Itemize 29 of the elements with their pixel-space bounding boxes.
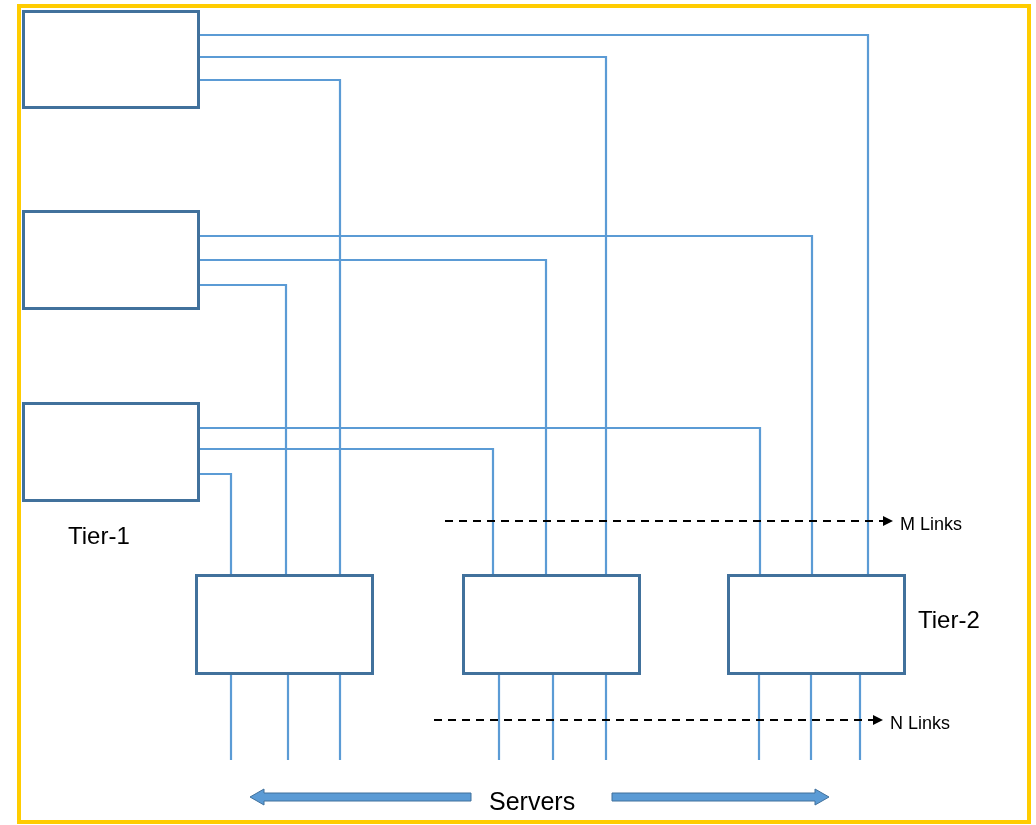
switch-box <box>727 574 906 675</box>
connector-line <box>858 675 862 760</box>
connector-line <box>286 675 290 760</box>
connector-line <box>200 447 495 574</box>
connector-line <box>200 234 814 574</box>
connector-line <box>200 55 608 574</box>
connector-line <box>229 675 233 760</box>
connector-line <box>809 675 813 760</box>
connector-line <box>200 283 288 574</box>
connector-line <box>604 675 608 760</box>
switch-box <box>22 402 200 502</box>
connector-line <box>200 258 548 574</box>
connector-line <box>497 675 501 760</box>
tier-label: Tier-1 <box>68 521 130 551</box>
connector-line <box>757 675 761 760</box>
switch-box <box>22 210 200 310</box>
connector-line <box>200 426 762 574</box>
switch-box <box>462 574 641 675</box>
tier-label: Tier-2 <box>918 605 980 635</box>
connector-line <box>200 472 233 574</box>
connector-line <box>338 675 342 760</box>
switch-box <box>195 574 374 675</box>
connector-line <box>551 675 555 760</box>
switch-box <box>22 10 200 109</box>
connector-line <box>200 78 342 574</box>
annotation-label: M Links <box>900 513 962 536</box>
annotation-label: N Links <box>890 712 951 735</box>
connector-line <box>200 33 870 574</box>
annotation-label: Servers <box>489 786 576 817</box>
